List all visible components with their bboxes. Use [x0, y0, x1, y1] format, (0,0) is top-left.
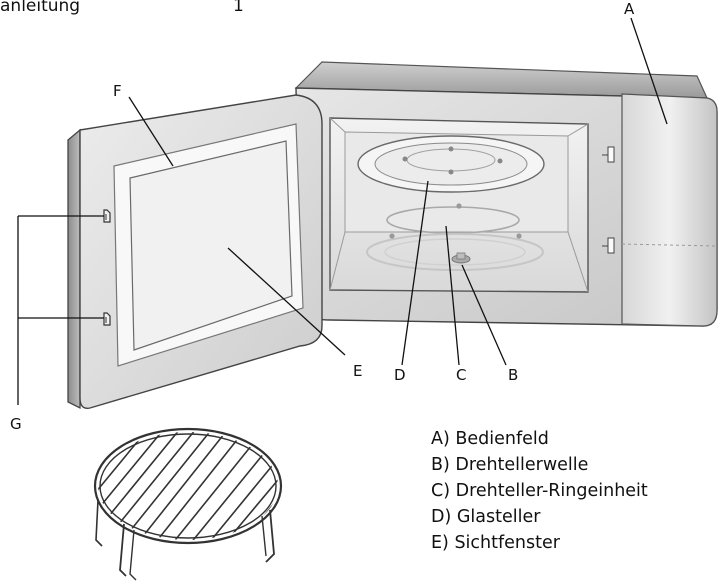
header-title: anleitung: [0, 0, 81, 16]
label-g: G: [10, 415, 22, 433]
legend-item: B) Drehtellerwelle: [431, 455, 589, 475]
label-e: E: [353, 362, 362, 380]
glass-plate: [357, 135, 545, 193]
legend-item: E) Sichtfenster: [431, 533, 560, 553]
leader-d: [401, 180, 429, 366]
label-a: A: [624, 0, 635, 18]
door-edge: [67, 128, 81, 410]
roller-ring: [366, 203, 544, 271]
control-panel: [621, 93, 718, 327]
legend-item: C) Drehteller-Ringeinheit: [431, 481, 648, 501]
leader-e: [227, 247, 346, 356]
latch-slot-upper: [607, 146, 615, 163]
door-hook-lower: [103, 312, 111, 326]
turntable-shaft: [451, 252, 471, 264]
wire-rack: [93, 427, 283, 581]
label-f: F: [113, 82, 122, 100]
leader-b: [461, 264, 507, 366]
viewing-window: [129, 140, 293, 351]
oven-cavity: [329, 117, 589, 293]
leader-a: [630, 17, 668, 125]
microwave-door: [67, 94, 323, 410]
page-number: 1: [233, 0, 244, 16]
label-b: B: [508, 366, 518, 384]
legend-item: A) Bedienfeld: [431, 429, 549, 449]
latch-slot-lower: [607, 237, 615, 254]
legend-item: D) Glasteller: [431, 507, 541, 527]
leader-c: [445, 225, 460, 366]
door-hook-upper: [103, 209, 111, 223]
label-d: D: [394, 366, 406, 384]
leader-f: [128, 96, 174, 167]
label-c: C: [456, 366, 466, 384]
leader-lines: [17, 17, 668, 405]
parts-legend: A) Bedienfeld B) Drehtellerwelle C) Dreh…: [431, 426, 648, 556]
